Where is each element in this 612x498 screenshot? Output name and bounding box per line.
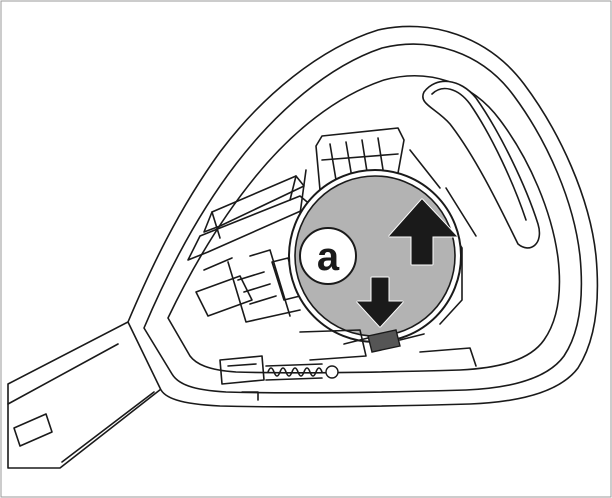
callout-badge: a [299,227,357,285]
battery-release-tab [343,329,425,353]
circuit-details [187,127,477,325]
lower-housing-details [219,329,477,401]
coil-spring [265,363,323,381]
remove-arrow-down [356,276,404,328]
callout-label: a [317,235,340,279]
insert-arrow-up [388,198,458,266]
key-blade [7,321,171,469]
housing-slot [422,80,541,249]
